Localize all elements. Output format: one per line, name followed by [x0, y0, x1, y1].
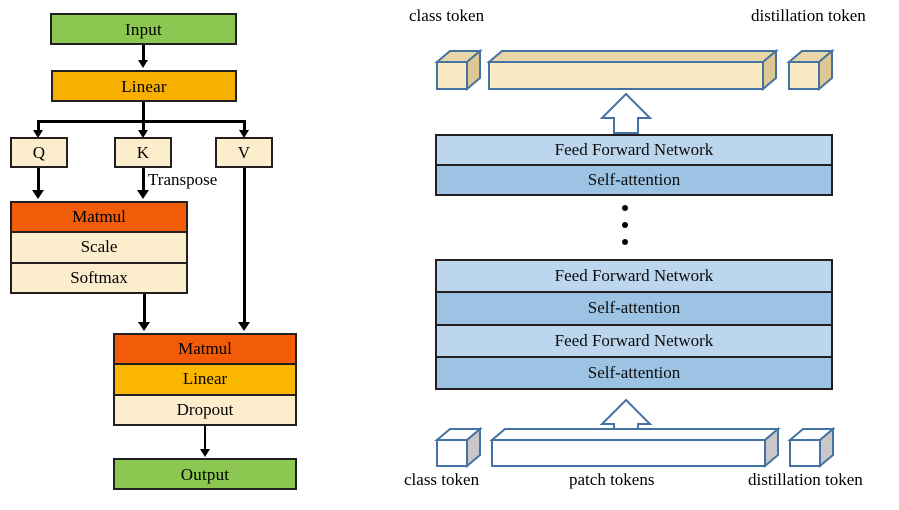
- connector-dropout-output: [204, 426, 206, 451]
- encoder-row-sa-top: Self-attention: [437, 166, 831, 194]
- arrowhead-q-matmul: [32, 190, 44, 199]
- bottom-patch-tokens-bar: [489, 426, 781, 469]
- top-class-token-label: class token: [409, 6, 485, 25]
- vertical-ellipsis: [622, 205, 628, 256]
- proj-row-matmul: Matmul: [115, 335, 295, 366]
- v-box: V: [215, 137, 273, 168]
- v-box-label: V: [237, 143, 251, 162]
- arrowhead-k-matmul: [137, 190, 149, 199]
- ellipsis-dot: [622, 239, 628, 245]
- arrowhead-dropout-output: [200, 449, 210, 457]
- encoder-row-ffn-1: Feed Forward Network: [437, 325, 831, 358]
- encoder-row-sa-2-label: Self-attention: [587, 298, 681, 318]
- arrowhead-q: [33, 130, 43, 138]
- output-box: Output: [113, 458, 297, 490]
- first-encoder-blocks: Feed Forward Network Self-attention Feed…: [435, 259, 833, 390]
- bottom-class-token-cube: [434, 426, 483, 469]
- stack-row-softmax-label: Softmax: [70, 267, 128, 287]
- proj-row-linear: Linear: [115, 365, 295, 396]
- connector-bus-v: [243, 120, 246, 132]
- last-encoder-block: Feed Forward Network Self-attention: [435, 134, 833, 196]
- connector-bus-q: [37, 120, 40, 132]
- k-box: K: [114, 137, 172, 168]
- top-distillation-token-cube: [786, 48, 835, 92]
- up-arrow-lower: [599, 398, 653, 440]
- proj-row-dropout-label: Dropout: [176, 399, 234, 419]
- input-box: Input: [50, 13, 237, 45]
- encoder-row-ffn-2-label: Feed Forward Network: [554, 266, 714, 286]
- connector-input-linear: [142, 45, 145, 62]
- arrowhead-k: [138, 130, 148, 138]
- top-patch-tokens-bar: [486, 48, 779, 92]
- encoder-row-ffn-1-label: Feed Forward Network: [554, 330, 714, 350]
- proj-row-dropout: Dropout: [115, 395, 295, 424]
- stack-row-scale-label: Scale: [80, 237, 118, 257]
- stack-row-matmul: Matmul: [12, 203, 186, 234]
- k-box-label: K: [136, 143, 150, 162]
- encoder-row-ffn-top: Feed Forward Network: [437, 136, 831, 166]
- encoder-row-ffn-top-label: Feed Forward Network: [554, 140, 714, 159]
- top-class-token-cube: [434, 48, 483, 92]
- arrowhead-v-matmul2: [238, 322, 250, 331]
- proj-row-linear-label: Linear: [182, 369, 228, 389]
- top-distillation-token-label: distillation token: [751, 6, 866, 25]
- encoder-row-sa-1: Self-attention: [437, 357, 831, 388]
- ellipsis-dot: [622, 222, 628, 228]
- arrowhead-v: [239, 130, 249, 138]
- arrowhead-softmax-matmul2: [138, 322, 150, 331]
- up-arrow-upper: [599, 92, 653, 134]
- connector-softmax-matmul2: [143, 294, 146, 324]
- connector-q-matmul: [37, 168, 40, 192]
- connector-bus-k: [142, 120, 145, 132]
- bottom-patch-tokens-label: patch tokens: [569, 470, 655, 489]
- linear-box-label: Linear: [121, 76, 167, 96]
- bus-qkv: [37, 120, 246, 123]
- stack-row-matmul-label: Matmul: [72, 207, 126, 227]
- encoder-row-sa-top-label: Self-attention: [587, 170, 681, 189]
- connector-k-matmul: [142, 168, 145, 192]
- stack-row-scale: Scale: [12, 233, 186, 264]
- bottom-distillation-token-label: distillation token: [748, 470, 863, 489]
- bottom-distillation-token-cube: [787, 426, 836, 469]
- encoder-row-ffn-2: Feed Forward Network: [437, 261, 831, 294]
- scaled-dot-product-stack: Matmul Scale Softmax: [10, 201, 188, 294]
- bottom-class-token-label: class token: [404, 470, 480, 489]
- ellipsis-dot: [622, 205, 628, 211]
- output-projection-stack: Matmul Linear Dropout: [113, 333, 297, 426]
- input-box-label: Input: [125, 19, 162, 39]
- output-box-label: Output: [180, 464, 230, 484]
- transpose-label: Transpose: [148, 170, 218, 189]
- stack-row-softmax: Softmax: [12, 263, 186, 292]
- encoder-row-sa-1-label: Self-attention: [587, 362, 681, 382]
- arrowhead-input-linear: [138, 60, 148, 68]
- linear-box: Linear: [51, 70, 237, 102]
- q-box: Q: [10, 137, 68, 168]
- q-box-label: Q: [32, 143, 46, 162]
- connector-linear-bus: [142, 102, 145, 122]
- proj-row-matmul-label: Matmul: [178, 339, 232, 359]
- encoder-row-sa-2: Self-attention: [437, 293, 831, 326]
- connector-v-matmul2: [243, 168, 246, 324]
